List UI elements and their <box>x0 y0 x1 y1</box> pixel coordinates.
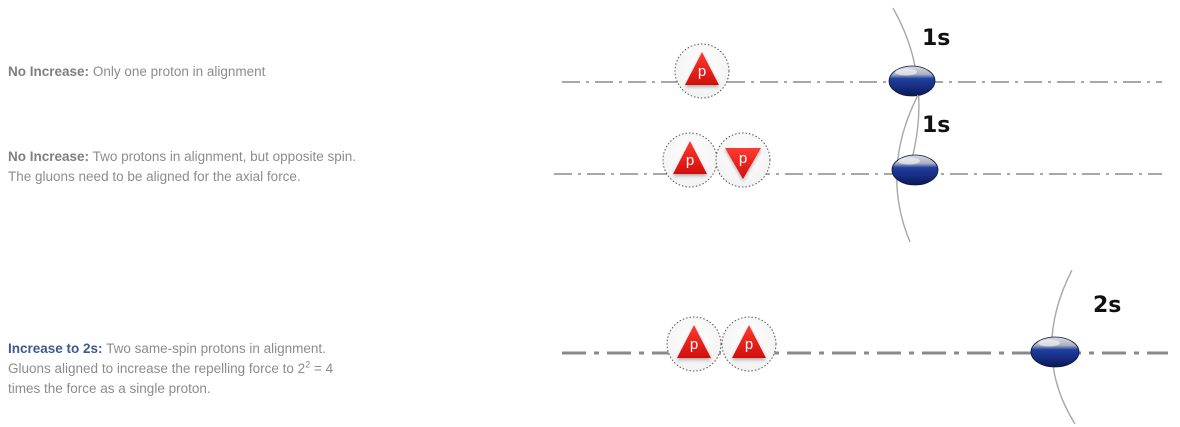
row-3-diagram: p p 2s <box>562 270 1168 424</box>
row-2-diagram: p p 1s <box>554 95 1162 242</box>
proton-letter: p <box>698 63 706 80</box>
electron <box>892 155 938 185</box>
proton-letter: p <box>690 336 698 353</box>
proton-letter: p <box>745 336 753 353</box>
shell-label: 2s <box>1093 293 1121 318</box>
proton-letter: p <box>739 150 747 167</box>
electron <box>889 66 935 96</box>
row-1-diagram: p 1s <box>562 8 1162 170</box>
proton: p <box>722 317 776 371</box>
shell-label: 1s <box>922 26 950 51</box>
proton: p <box>716 133 770 187</box>
proton: p <box>675 44 729 98</box>
shell-label: 1s <box>922 113 950 138</box>
proton: p <box>667 317 721 371</box>
proton: p <box>663 133 717 187</box>
proton-letter: p <box>686 152 694 169</box>
electron <box>1031 337 1079 367</box>
